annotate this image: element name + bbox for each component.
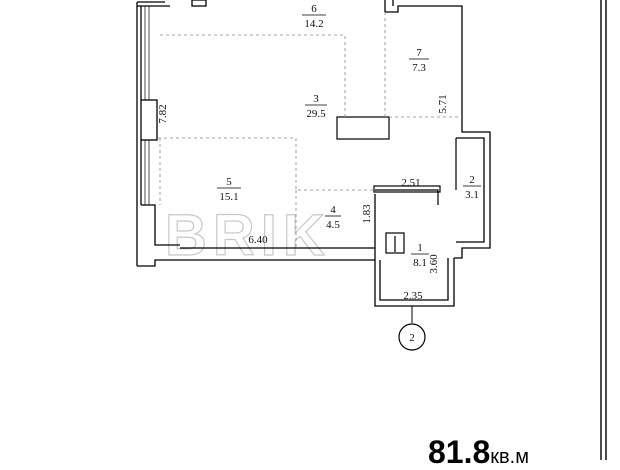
room-number: 2: [469, 174, 475, 186]
total-area: 81.8кв.м: [428, 436, 529, 468]
room-area: 14.2: [304, 18, 323, 30]
room-number: 3: [313, 93, 319, 105]
room-5: 5 15.1: [217, 176, 241, 203]
interior-walls: [336, 116, 457, 254]
room-number: 6: [311, 3, 317, 15]
dimension-label: 2.35: [403, 290, 423, 302]
room-1: 1 8.1: [411, 242, 429, 269]
axis-marker: [398, 323, 426, 351]
room-number: 5: [226, 176, 232, 188]
room-area: 7.3: [412, 62, 426, 74]
room-area: 3.1: [465, 189, 479, 201]
room-area: 15.1: [219, 191, 238, 203]
room-7: 7 7.3: [409, 47, 429, 74]
room-number: 4: [330, 204, 336, 216]
dimension-label: 7.82: [157, 104, 169, 123]
dimension-label: 6.40: [248, 234, 268, 246]
room-area: 4.5: [326, 219, 340, 231]
room-3: 3 29.5: [305, 93, 327, 120]
room-number: 1: [417, 242, 423, 254]
watermark: BRIK: [165, 203, 331, 268]
total-area-value: 81.8: [428, 434, 491, 470]
room-number: 7: [416, 47, 422, 59]
axis-marker-label: 2: [409, 332, 415, 344]
zone-boundaries: [158, 12, 462, 248]
room-area: 8.1: [413, 257, 427, 269]
dimension-label: 5.71: [437, 94, 449, 113]
floor-plan: BRIK: [136, 0, 607, 460]
windows: [144, 6, 150, 205]
room-6: 6 14.2: [302, 3, 326, 30]
exterior-walls: [136, 0, 491, 307]
dimension-label: 1.83: [361, 204, 373, 224]
room-4: 4 4.5: [325, 204, 341, 231]
total-area-unit: кв.м: [490, 446, 529, 468]
dimension-label: 3.60: [428, 254, 440, 274]
room-2: 2 3.1: [463, 174, 481, 201]
room-area: 29.5: [306, 108, 326, 120]
dimension-label: 2.51: [401, 177, 420, 189]
